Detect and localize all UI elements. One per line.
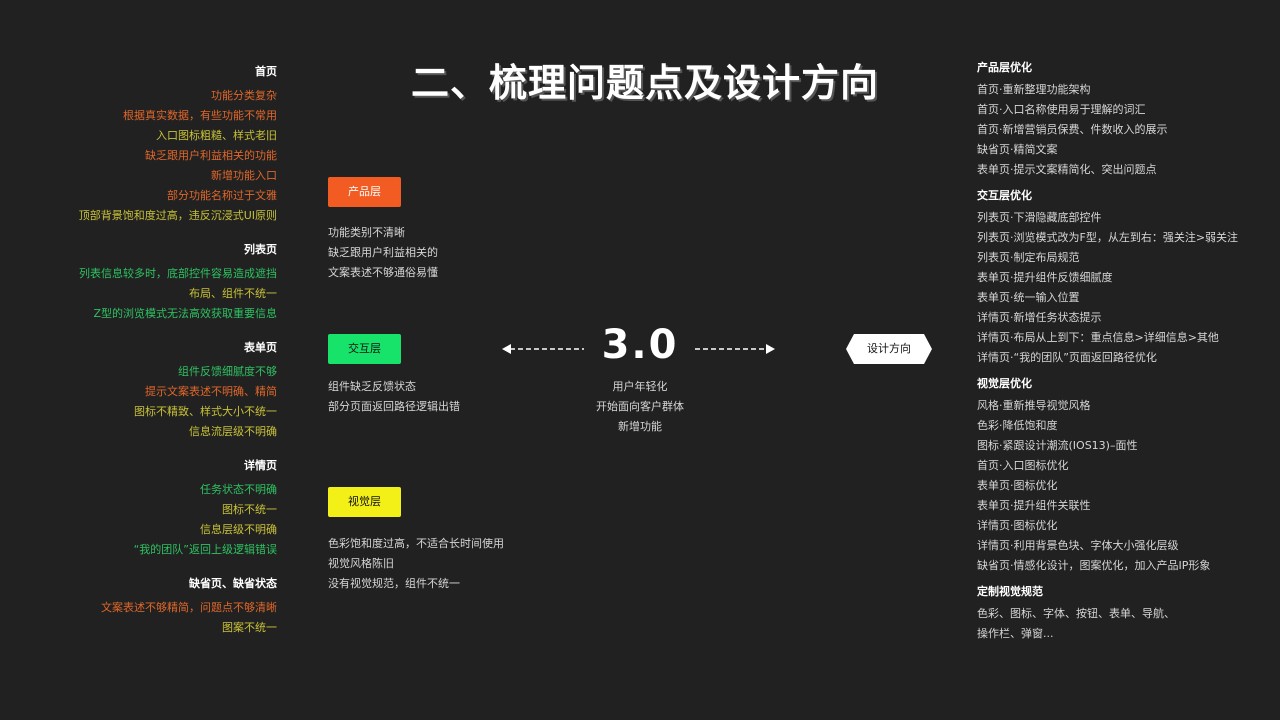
list-item: “我的团队”返回上级逻辑错误 — [133, 543, 277, 556]
list-item: 文案表述不够通俗易懂 — [328, 266, 438, 279]
problem-section: 列表页列表信息较多时，底部控件容易造成遮挡布局、组件不统一 Z型的浏览模式无法高效… — [40, 240, 277, 324]
list-item: 详情页·图标优化 — [977, 519, 1058, 532]
list-item: 详情页·布局从上到下：重点信息>详细信息>其他 — [977, 331, 1219, 344]
list-item: 详情页·新增任务状态提示 — [977, 311, 1102, 324]
list-item: 图标·紧跟设计潮流(IOS13)–面性 — [977, 439, 1138, 452]
list-item: Z型的浏览模式无法高效获取重要信息 — [93, 307, 277, 320]
list-item: 图标不精致、样式大小不统一 — [134, 405, 277, 418]
section-heading: 缺省页、缺省状态 — [189, 577, 277, 590]
version-number: 3.0 — [601, 322, 679, 368]
list-item: 表单页·提示文案精简化、突出问题点 — [977, 163, 1157, 176]
list-item: 列表信息较多时，底部控件容易造成遮挡 — [79, 267, 277, 280]
design-direction-label: 设计方向 — [867, 342, 911, 355]
list-item: 入口图标粗糙、样式老旧 — [156, 129, 277, 142]
list-item: 风格·重新推导视觉风格 — [977, 399, 1091, 412]
list-item: 图案不统一 — [222, 621, 277, 634]
list-item: 首页·重新整理功能架构 — [977, 83, 1091, 96]
list-item: 表单页·统一输入位置 — [977, 291, 1080, 304]
optimization-list: 产品层优化首页·重新整理功能架构首页·入口名称使用易于理解的词汇首页·新增营销员… — [977, 58, 1267, 650]
section-heading: 表单页 — [244, 341, 277, 354]
optimization-section: 产品层优化首页·重新整理功能架构首页·入口名称使用易于理解的词汇首页·新增营销员… — [977, 58, 1267, 180]
visual-layer-tag: 视觉层 — [328, 487, 401, 517]
optimization-section: 定制视觉规范色彩、图标、字体、按钮、表单、导航、操作栏、弹窗... — [977, 582, 1267, 644]
product-layer-tag: 产品层 — [328, 177, 401, 207]
list-item: 缺省页·精简文案 — [977, 143, 1058, 156]
problem-section: 表单页组件反馈细腻度不够提示文案表述不明确、精简图标不精致、样式大小不统一信息流… — [40, 338, 277, 442]
list-item: 信息流层级不明确 — [189, 425, 277, 438]
list-item: 顶部背景饱和度过高，违反沉浸式UI原则 — [78, 209, 277, 222]
section-heading: 定制视觉规范 — [977, 585, 1043, 598]
list-item: 新增功能 — [618, 420, 662, 433]
optimization-section: 交互层优化列表页·下滑隐藏底部控件列表页·浏览模式改为F型，从左到右：强关注>弱… — [977, 186, 1267, 368]
list-item: 列表页·下滑隐藏底部控件 — [977, 211, 1102, 224]
list-item: 功能类别不清晰 — [328, 226, 405, 239]
list-item: 部分功能名称过于文雅 — [167, 189, 277, 202]
list-item: 新增功能入口 — [211, 169, 277, 182]
list-item: 缺乏跟用户利益相关的功能 — [145, 149, 277, 162]
list-item: 组件反馈细腻度不够 — [178, 365, 277, 378]
page-title: 二、梳理问题点及设计方向 — [410, 61, 879, 105]
list-item: 功能分类复杂 — [211, 89, 277, 102]
section-heading: 列表页 — [244, 243, 277, 256]
version-notes: 用户年轻化 开始面向客户群体 新增功能 — [580, 377, 700, 437]
design-direction-badge — [846, 334, 932, 364]
section-heading: 视觉层优化 — [977, 377, 1032, 390]
section-heading: 详情页 — [244, 459, 277, 472]
visual-layer-list: 色彩饱和度过高，不适合长时间使用 视觉风格陈旧 没有视觉规范，组件不统一 — [328, 534, 504, 594]
list-item: 首页·新增营销员保费、件数收入的展示 — [977, 123, 1168, 136]
left-dashed-arrow-icon — [502, 344, 584, 354]
list-item: 表单页·图标优化 — [977, 479, 1058, 492]
list-item: 信息层级不明确 — [200, 523, 277, 536]
problem-section: 缺省页、缺省状态文案表述不够精简，问题点不够清晰图案不统一 — [40, 574, 277, 638]
problem-list: 首页功能分类复杂根据真实数据，有些功能不常用入口图标粗糙、样式老旧缺乏跟用户利益… — [40, 62, 277, 652]
section-heading: 产品层优化 — [977, 61, 1032, 74]
list-item: 缺乏跟用户利益相关的 — [328, 246, 438, 259]
list-item: 详情页·“我的团队”页面返回路径优化 — [977, 351, 1157, 364]
list-item: 根据真实数据，有些功能不常用 — [123, 109, 277, 122]
list-item: 操作栏、弹窗... — [977, 627, 1054, 640]
list-item: 首页·入口名称使用易于理解的词汇 — [977, 103, 1146, 116]
list-item: 视觉风格陈旧 — [328, 557, 394, 570]
list-item: 色彩饱和度过高，不适合长时间使用 — [328, 537, 504, 550]
list-item: 没有视觉规范，组件不统一 — [328, 577, 460, 590]
list-item: 任务状态不明确 — [200, 483, 277, 496]
product-layer-list: 功能类别不清晰 缺乏跟用户利益相关的 文案表述不够通俗易懂 — [328, 223, 438, 283]
list-item: 图标不统一 — [222, 503, 277, 516]
right-dashed-arrow-icon — [695, 344, 775, 354]
list-item: 表单页·提升组件关联性 — [977, 499, 1091, 512]
interaction-layer-tag: 交互层 — [328, 334, 401, 364]
list-item: 表单页·提升组件反馈细腻度 — [977, 271, 1113, 284]
problem-section: 详情页任务状态不明确图标不统一信息层级不明确 “我的团队”返回上级逻辑错误 — [40, 456, 277, 560]
list-item: 用户年轻化 — [612, 380, 668, 393]
list-item: 文案表述不够精简，问题点不够清晰 — [101, 601, 277, 614]
list-item: 组件缺乏反馈状态 — [328, 380, 416, 393]
list-item: 列表页·浏览模式改为F型，从左到右：强关注>弱关注 — [977, 231, 1239, 244]
list-item: 列表页·制定布局规范 — [977, 251, 1080, 264]
list-item: 开始面向客户群体 — [596, 400, 684, 413]
section-heading: 首页 — [255, 65, 277, 78]
list-item: 缺省页·情感化设计，图案优化，加入产品IP形象 — [977, 559, 1211, 572]
list-item: 色彩·降低饱和度 — [977, 419, 1058, 432]
list-item: 详情页·利用背景色块、字体大小强化层级 — [977, 539, 1179, 552]
section-heading: 交互层优化 — [977, 189, 1032, 202]
list-item: 首页·入口图标优化 — [977, 459, 1069, 472]
list-item: 布局、组件不统一 — [189, 287, 277, 300]
list-item: 色彩、图标、字体、按钮、表单、导航、 — [977, 607, 1175, 620]
list-item: 提示文案表述不明确、精简 — [145, 385, 277, 398]
optimization-section: 视觉层优化风格·重新推导视觉风格色彩·降低饱和度图标·紧跟设计潮流(IOS13)… — [977, 374, 1267, 576]
problem-section: 首页功能分类复杂根据真实数据，有些功能不常用入口图标粗糙、样式老旧缺乏跟用户利益… — [40, 62, 277, 226]
interaction-layer-list: 组件缺乏反馈状态 部分页面返回路径逻辑出错 — [328, 377, 460, 417]
list-item: 部分页面返回路径逻辑出错 — [328, 400, 460, 413]
